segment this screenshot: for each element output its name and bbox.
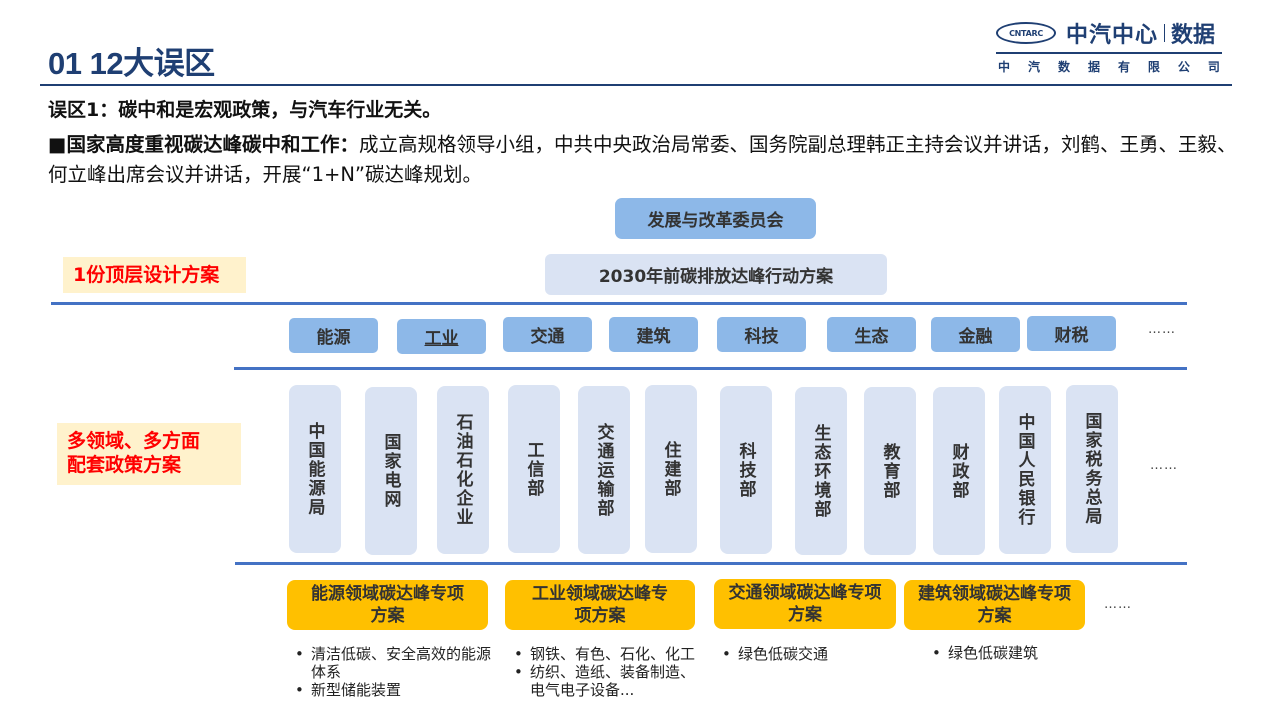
logo-separator (1164, 24, 1166, 42)
logo-subtitle-char: 数 (1057, 59, 1070, 74)
action-plan-box: 2030年前碳排放达峰行动方案 (545, 254, 887, 295)
dept-state-grid: 国家电网 (365, 387, 417, 555)
plan-energy-title-line1: 能源领域碳达峰专项 (311, 584, 464, 604)
sector-taxation: 财税 (1027, 316, 1116, 351)
bullet-item: 新型储能装置 (293, 681, 493, 699)
bullet-item: 绿色低碳建筑 (930, 644, 1110, 662)
plan-industry: 工业领域碳达峰专项方案 (505, 580, 695, 630)
divider-bottom (235, 562, 1187, 565)
logo-suffix: 数据 (1171, 23, 1216, 48)
plan-industry-title-line1: 工业领域碳达峰专 (532, 584, 668, 604)
paragraph-body: 成立高规格领导小组，中共中央政治局常委、国务院副总理韩正主持会议并讲话，刘鹤、王… (48, 133, 1237, 186)
divider-middle (234, 367, 1187, 370)
dept-peoples-bank: 中国人民银行 (999, 386, 1051, 554)
dept-transport-ministry: 交通运输部 (578, 386, 630, 554)
logo-subtitle-char: 有 (1117, 59, 1130, 74)
plan-construction-bullets: 绿色低碳建筑 (930, 644, 1110, 662)
sector-energy: 能源 (289, 318, 378, 353)
logo-subtitle: 中 汽 数 据 有 限 公 司 (996, 58, 1222, 75)
plan-transport-title-line2: 方案 (788, 605, 822, 625)
dept-petrochemical: 石油石化企业 (437, 386, 489, 554)
logo-subtitle-char: 中 (998, 59, 1011, 74)
square-bullet-icon: ■ (48, 133, 67, 156)
company-logo: CNTARC 中汽中心 数据 中 汽 数 据 有 限 公 司 (996, 18, 1222, 75)
sector-industry: 工业 (397, 319, 486, 354)
plan-energy: 能源领域碳达峰专项方案 (287, 580, 488, 630)
plan-energy-bullets: 清洁低碳、安全高效的能源体系 新型储能装置 (293, 645, 493, 699)
multi-domain-label-line1: 多领域、多方面 (67, 430, 201, 452)
dept-education-ministry: 教育部 (864, 387, 916, 555)
plan-industry-title-line2: 项方案 (574, 606, 626, 626)
multi-domain-label-line2: 配套政策方案 (67, 454, 182, 476)
logo-subtitle-char: 汽 (1027, 59, 1040, 74)
sector-more: …… (1148, 322, 1176, 337)
myth-heading: 误区1：碳中和是宏观政策，与汽车行业无关。 (48, 99, 442, 121)
logo-subtitle-char: 公 (1177, 59, 1190, 74)
logo-subtitle-char: 限 (1147, 59, 1160, 74)
top-design-label: 1份顶层设计方案 (63, 257, 246, 293)
bullet-item: 清洁低碳、安全高效的能源体系 (293, 645, 493, 681)
intro-paragraph: ■国家高度重视碳达峰碳中和工作：成立高规格领导小组，中共中央政治局常委、国务院副… (48, 130, 1238, 190)
dept-miit: 工信部 (508, 385, 560, 553)
plan-construction-title-line1: 建筑领域碳达峰专项 (918, 584, 1071, 604)
bullet-item: 纺织、造纸、装备制造、电气电子设备... (512, 663, 697, 699)
logo-name: 中汽中心 (1066, 23, 1159, 48)
bullet-item: 钢铁、有色、石化、化工 (512, 645, 697, 663)
dept-tax-admin: 国家税务总局 (1066, 385, 1118, 553)
paragraph-lead: 国家高度重视碳达峰碳中和工作： (66, 133, 359, 156)
bullet-item: 绿色低碳交通 (720, 645, 900, 663)
dept-ecology-ministry: 生态环境部 (795, 387, 847, 555)
logo-subtitle-char: 司 (1207, 59, 1220, 74)
ndrc-box: 发展与改革委员会 (615, 198, 816, 239)
logo-divider (996, 52, 1222, 54)
sector-transport: 交通 (503, 317, 592, 352)
logo-emblem-icon: CNTARC (996, 22, 1056, 44)
dept-energy-admin: 中国能源局 (289, 385, 341, 553)
plan-transport: 交通领域碳达峰专项方案 (714, 579, 896, 629)
divider-top (51, 302, 1187, 305)
dept-science-ministry: 科技部 (720, 386, 772, 554)
logo-subtitle-char: 据 (1087, 59, 1100, 74)
plan-industry-bullets: 钢铁、有色、石化、化工 纺织、造纸、装备制造、电气电子设备... (512, 645, 697, 699)
plan-transport-title-line1: 交通领域碳达峰专项 (728, 583, 882, 603)
plan-transport-bullets: 绿色低碳交通 (720, 645, 900, 663)
sector-construction: 建筑 (609, 317, 698, 352)
title-divider (40, 84, 1232, 86)
dept-housing-ministry: 住建部 (645, 385, 697, 553)
plan-energy-title-line2: 方案 (370, 606, 405, 626)
page-title: 01 12大误区 (48, 46, 215, 81)
plan-construction: 建筑领域碳达峰专项方案 (904, 580, 1085, 630)
sector-finance: 金融 (931, 317, 1020, 352)
department-more: …… (1150, 458, 1178, 473)
sector-industry-label: 工业 (424, 329, 459, 349)
plan-more: …… (1104, 597, 1132, 612)
plan-construction-title-line2: 方案 (977, 606, 1012, 626)
dept-finance-ministry: 财政部 (933, 387, 985, 555)
sector-ecology: 生态 (827, 317, 916, 352)
multi-domain-label: 多领域、多方面 配套政策方案 (57, 423, 241, 485)
sector-technology: 科技 (717, 317, 806, 352)
